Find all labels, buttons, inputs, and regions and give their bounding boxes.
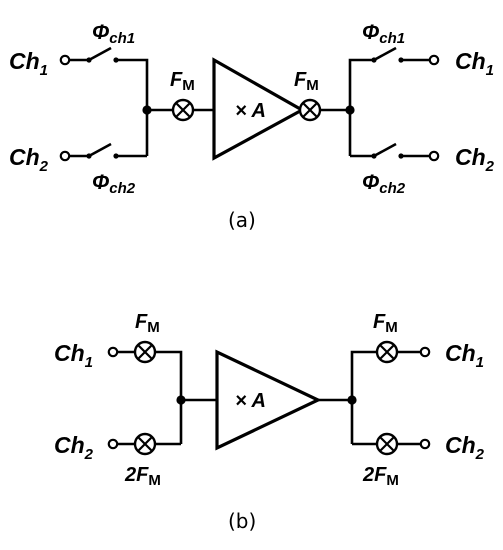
mixer-b-in-top-cross-2 <box>137 344 153 360</box>
output-label-b-ch1: Ch1 <box>445 340 484 371</box>
output-terminal-ch2 <box>428 150 440 162</box>
output-terminal-b-ch1 <box>419 346 431 358</box>
panel-b-caption: (b) <box>228 509 256 533</box>
panel-a-caption: (a) <box>228 208 256 232</box>
mixer-label-a-in: FM <box>170 69 195 94</box>
amplifier-b-label: × A <box>235 390 266 412</box>
input-terminal-ch2 <box>59 150 71 162</box>
output-terminal-b-ch2 <box>419 438 431 450</box>
output-label-ch2: Ch2 <box>455 144 495 175</box>
switch-label-in-top: Φch1 <box>92 21 135 47</box>
wire-out-top-1 <box>348 58 372 156</box>
mixer-b-out-top-cross-2 <box>379 344 395 360</box>
wire-b-out-top-1 <box>350 350 376 444</box>
output-terminal-ch1 <box>428 54 440 66</box>
wire-b-in-top-2 <box>155 350 183 444</box>
amplifier-a <box>212 57 306 161</box>
output-label-b-ch2: Ch2 <box>445 432 485 463</box>
mixer-label-b-in-top: FM <box>135 311 160 336</box>
mixer-label-b-out-top: FM <box>373 311 398 336</box>
panel-b: Ch1 Ch2 Ch1 Ch2 FM 2FM FM 2FM × <box>54 311 485 533</box>
mixer-b-in-bottom-cross-2 <box>137 436 153 452</box>
input-label-ch1: Ch1 <box>9 48 48 79</box>
input-terminal-ch1 <box>59 54 71 66</box>
amplifier-a-label: × A <box>235 100 266 122</box>
amplifier-b <box>215 349 322 451</box>
wire-in-top-2 <box>116 58 149 156</box>
mixer-label-a-out: FM <box>294 69 319 94</box>
mixer-a-out-cross-2 <box>302 102 318 118</box>
input-label-b-ch1: Ch1 <box>54 340 93 371</box>
switch-label-in-bottom: Φch2 <box>92 171 136 197</box>
switch-label-out-bottom: Φch2 <box>362 171 406 197</box>
input-label-ch2: Ch2 <box>9 144 49 175</box>
mixer-a-in-cross-2 <box>175 102 191 118</box>
mixer-label-b-out-bottom: 2FM <box>362 464 399 489</box>
input-terminal-b-ch1 <box>107 346 119 358</box>
mixer-label-b-in-bottom: 2FM <box>124 464 161 489</box>
switch-blade-in-top <box>88 46 112 62</box>
panel-a: Ch1 Ch2 Ch1 Ch2 Φch1 Φch2 Φch1 Φch2 <box>9 21 495 232</box>
input-terminal-b-ch2 <box>107 438 119 450</box>
switch-blade-out-bottom <box>373 142 397 158</box>
input-label-b-ch2: Ch2 <box>54 432 94 463</box>
switch-label-out-top: Φch1 <box>362 21 405 47</box>
output-label-ch1: Ch1 <box>455 48 494 79</box>
mixer-b-out-bottom-cross-2 <box>379 436 395 452</box>
switch-blade-out-top <box>373 46 397 62</box>
switch-blade-in-bottom <box>88 142 112 158</box>
